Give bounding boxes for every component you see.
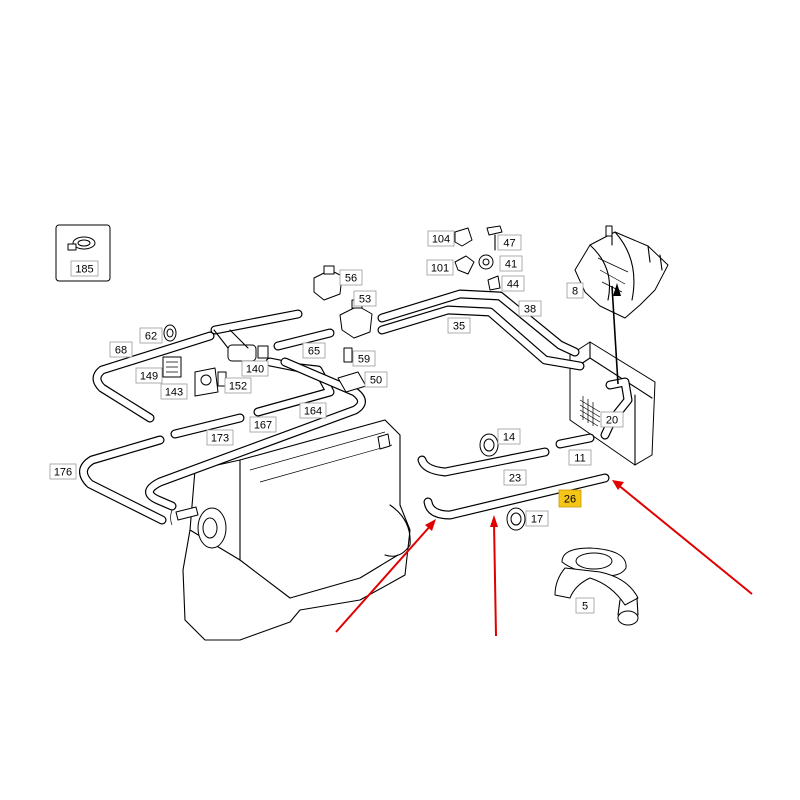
callout-59[interactable]: 59 (352, 350, 376, 367)
clip-101-icon (454, 255, 475, 275)
callout-173[interactable]: 173 (206, 429, 234, 446)
svg-text:140: 140 (246, 364, 264, 376)
svg-text:62: 62 (145, 331, 157, 343)
callout-56[interactable]: 56 (339, 269, 363, 286)
hose-11 (555, 433, 595, 449)
svg-text:56: 56 (345, 273, 357, 285)
svg-text:59: 59 (358, 354, 370, 366)
svg-text:8: 8 (572, 286, 578, 298)
callout-23[interactable]: 23 (503, 469, 527, 486)
callout-5[interactable]: 5 (575, 597, 595, 614)
callout-8[interactable]: 8 (566, 282, 584, 299)
callout-176[interactable]: 176 (49, 463, 77, 480)
svg-text:23: 23 (509, 473, 521, 485)
nut-41-icon (478, 254, 494, 270)
svg-text:164: 164 (304, 406, 322, 418)
svg-text:68: 68 (115, 345, 127, 357)
svg-text:185: 185 (75, 264, 93, 276)
svg-text:101: 101 (431, 263, 449, 275)
svg-text:26: 26 (564, 494, 576, 506)
svg-text:65: 65 (308, 346, 320, 358)
flange-icon (554, 547, 639, 626)
hose-176 (79, 435, 167, 525)
callout-20[interactable]: 20 (600, 411, 624, 428)
hose-23 (417, 447, 550, 477)
callout-41[interactable]: 41 (499, 255, 523, 272)
callout-44[interactable]: 44 (501, 275, 525, 292)
svg-text:41: 41 (505, 259, 517, 271)
valve-56-icon (313, 265, 343, 301)
hose-65 (273, 328, 335, 351)
svg-text:53: 53 (359, 294, 371, 306)
connector-149-icon (162, 356, 182, 378)
fitting-59-icon (343, 347, 353, 363)
callout-26[interactable]: 26 (558, 489, 582, 508)
callout-143[interactable]: 143 (160, 383, 188, 400)
callout-50[interactable]: 50 (364, 371, 388, 388)
callout-62[interactable]: 62 (139, 327, 163, 344)
hose-upper-68 (210, 309, 303, 335)
hose-68 (92, 331, 215, 423)
svg-text:17: 17 (531, 514, 543, 526)
hose-35 (377, 305, 585, 371)
svg-text:44: 44 (507, 279, 519, 291)
engine-block-icon (170, 419, 411, 641)
callout-104[interactable]: 104 (427, 230, 455, 247)
callout-35[interactable]: 35 (447, 317, 471, 334)
hose-38 (377, 289, 580, 357)
callout-38[interactable]: 38 (518, 300, 542, 317)
svg-text:5: 5 (582, 601, 588, 613)
svg-text:173: 173 (211, 433, 229, 445)
svg-text:152: 152 (229, 381, 247, 393)
svg-text:143: 143 (165, 387, 183, 399)
callout-14[interactable]: 14 (497, 428, 521, 445)
callout-185[interactable]: 185 (70, 260, 99, 277)
clip-44-icon (487, 275, 501, 291)
bracket-143-icon (194, 367, 219, 397)
svg-text:104: 104 (432, 234, 450, 246)
callout-11[interactable]: 11 (568, 449, 592, 466)
svg-text:47: 47 (503, 238, 515, 250)
callout-17[interactable]: 17 (525, 510, 549, 527)
callout-152[interactable]: 152 (224, 377, 252, 394)
svg-text:167: 167 (254, 420, 272, 432)
callout-164[interactable]: 164 (299, 402, 327, 419)
callout-149[interactable]: 149 (135, 367, 163, 384)
clip-104-icon (454, 227, 473, 247)
svg-text:50: 50 (370, 375, 382, 387)
svg-text:20: 20 (606, 415, 618, 427)
svg-text:11: 11 (574, 453, 585, 465)
callout-47[interactable]: 47 (497, 234, 522, 251)
svg-text:35: 35 (453, 321, 465, 333)
heater-core-icon (569, 341, 656, 466)
shroud-icon (574, 225, 669, 319)
callout-65[interactable]: 65 (302, 342, 326, 359)
callout-101[interactable]: 101 (426, 259, 454, 276)
grommet-62-icon (163, 324, 177, 342)
hose-173 (170, 413, 245, 439)
callout-68[interactable]: 68 (109, 341, 133, 358)
callout-53[interactable]: 53 (353, 290, 377, 307)
hose-lower-176 (145, 357, 366, 511)
grommet-17-icon (506, 507, 526, 531)
svg-text:38: 38 (524, 304, 536, 316)
svg-text:176: 176 (54, 467, 72, 479)
hose-26 (423, 473, 610, 520)
svg-text:149: 149 (140, 371, 158, 383)
grommet-14-icon (479, 433, 499, 457)
screw-47-icon (486, 225, 503, 251)
valve-140-icon (213, 329, 269, 362)
arrows (335, 283, 753, 637)
hose-clamp-icon (67, 236, 96, 251)
callout-140[interactable]: 140 (241, 360, 269, 377)
callout-167[interactable]: 167 (249, 416, 277, 433)
svg-text:14: 14 (503, 432, 515, 444)
